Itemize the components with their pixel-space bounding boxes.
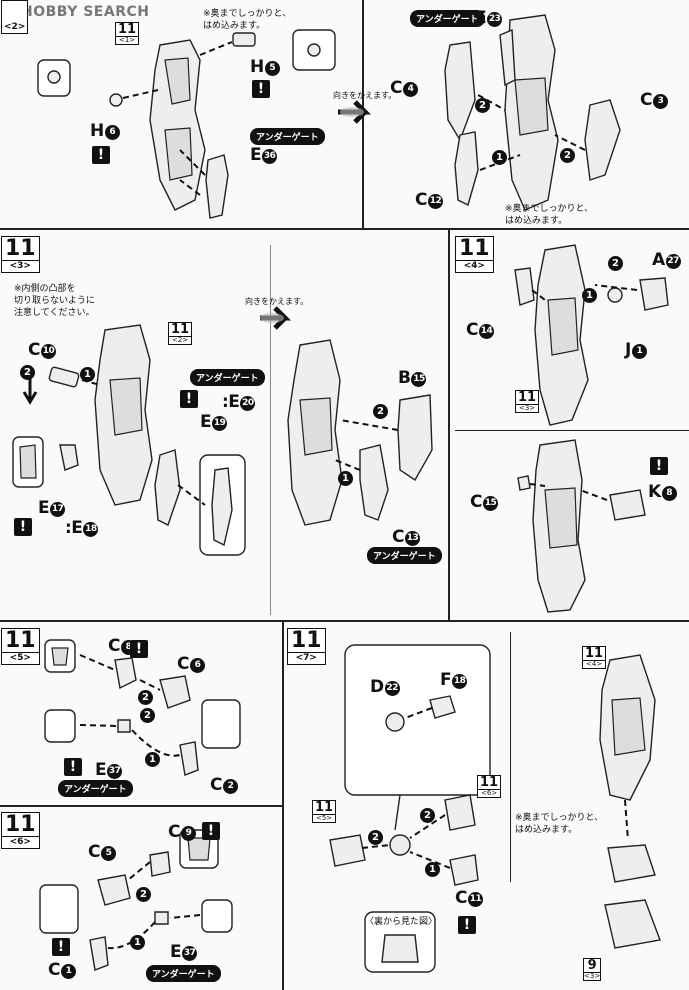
ref-9-3: 9<3> — [583, 958, 602, 981]
back-view-caption: 〈裏から見た図〉 — [365, 917, 438, 927]
caution-icon: ! — [202, 822, 220, 840]
caution-icon: ! — [14, 518, 32, 536]
turn-note-1: 向きをかえます。 — [333, 91, 397, 100]
step-2-figure-right — [338, 14, 621, 211]
divider-h2 — [0, 620, 689, 622]
caution-icon: ! — [252, 80, 270, 98]
note-no-cut: ※内側の凸部を切り取らないように注意してください。 — [14, 284, 95, 318]
under-gate-badge-4: アンダーゲート — [367, 547, 442, 564]
logo-text: HOBBY SEARCH — [21, 4, 150, 20]
sequence-1-marker: 1 — [492, 150, 507, 165]
sequence-2-marker: 2 — [560, 148, 575, 163]
under-gate-badge-2: アンダーゲート — [410, 10, 485, 27]
caution-icon: ! — [52, 938, 70, 956]
caution-icon: ! — [458, 916, 476, 934]
sequence-1-marker: 1 — [145, 752, 160, 767]
sequence-2-marker: 2 — [138, 690, 153, 705]
step-4-figure — [514, 244, 669, 613]
divider-h4 — [0, 805, 282, 807]
sequence-2-marker: 2 — [608, 256, 623, 271]
sequence-2-marker: 2 — [20, 365, 35, 380]
sequence-2-marker: 2 — [420, 808, 435, 823]
step-11-5: 11<5> — [1, 628, 40, 665]
sequence-2-marker: 2 — [475, 98, 490, 113]
divider-h3 — [455, 430, 689, 432]
step-3-figure-right — [287, 339, 433, 526]
divider-v2 — [448, 230, 450, 620]
sequence-1-marker: 1 — [338, 471, 353, 486]
sequence-2-marker: 2 — [136, 887, 151, 902]
ref-11-1: 11<1> — [115, 22, 140, 45]
caution-icon: ! — [130, 640, 148, 658]
sequence-1-marker: 1 — [582, 288, 597, 303]
sequence-2-marker: 2 — [368, 830, 383, 845]
note-press-in-2: ※奥までしっかりと、はめ込みます。 — [505, 204, 594, 226]
under-gate-badge-1: アンダーゲート — [250, 128, 325, 145]
step-5-figure — [44, 639, 241, 776]
caution-icon: ! — [180, 390, 198, 408]
divider-h1 — [0, 228, 689, 230]
step-11-2: <2> — [1, 0, 29, 34]
ref-11-4: 11<4> — [582, 646, 607, 669]
divider-v5 — [270, 245, 271, 615]
under-gate-badge-6: アンダーゲート — [146, 965, 221, 982]
ref-11-5: 11<5> — [312, 800, 337, 823]
note-press-in-3: ※奥までしっかりと、はめ込みます。 — [515, 813, 604, 835]
step-2-figure — [37, 29, 336, 219]
step-11-7: 11<7> — [287, 628, 326, 665]
sequence-2-marker: 2 — [140, 708, 155, 723]
note-press-in-1: ※奥までしっかりと、はめ込みます。 — [203, 9, 292, 31]
ref-11-6: 11<6> — [477, 775, 502, 798]
under-gate-badge-5: アンダーゲート — [58, 780, 133, 797]
step-11-4: 11<4> — [455, 236, 494, 273]
ref-11-3: 11<3> — [515, 390, 540, 413]
caution-icon: ! — [650, 457, 668, 475]
under-gate-badge-3: アンダーゲート — [190, 369, 265, 386]
divider-v3 — [282, 622, 284, 990]
ref-11-2: 11<2> — [168, 322, 193, 345]
sequence-1-marker: 1 — [80, 367, 95, 382]
turn-note-2: 向きをかえます。 — [245, 297, 309, 306]
sequence-2-marker: 2 — [373, 404, 388, 419]
caution-icon: ! — [92, 146, 110, 164]
caution-icon: ! — [64, 758, 82, 776]
step-11-6: 11<6> — [1, 812, 40, 849]
sequence-1-marker: 1 — [130, 935, 145, 950]
divider-v4 — [510, 632, 512, 882]
sequence-1-marker: 1 — [425, 862, 440, 877]
step-11-3: 11<3> — [1, 236, 40, 273]
step-3-figure — [12, 306, 292, 556]
